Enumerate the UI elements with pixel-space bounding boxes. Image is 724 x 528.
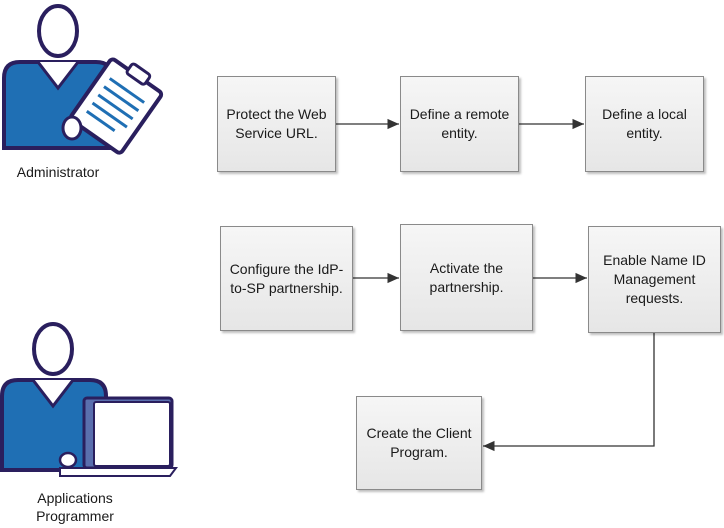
- programmer-label: Applications Programmer: [10, 489, 140, 525]
- administrator-label: Administrator: [16, 164, 100, 180]
- step-protect-web-service-url: Protect the Web Service URL.: [217, 76, 336, 172]
- step-configure-partnership: Configure the IdP-to-SP partnership.: [220, 226, 353, 331]
- arrow-enable-to-client: [483, 333, 655, 452]
- programmer-label-line-2: Programmer: [36, 508, 114, 524]
- step-activate-partnership: Activate the partnership.: [400, 224, 533, 331]
- step-define-remote-entity: Define a remote entity.: [400, 76, 519, 172]
- step-create-client-program: Create the Client Program.: [356, 396, 482, 490]
- step-enable-name-id-management: Enable Name ID Management requests.: [588, 226, 721, 333]
- programmer-label-line-1: Applications: [37, 490, 113, 506]
- step-define-local-entity: Define a local entity.: [585, 76, 704, 172]
